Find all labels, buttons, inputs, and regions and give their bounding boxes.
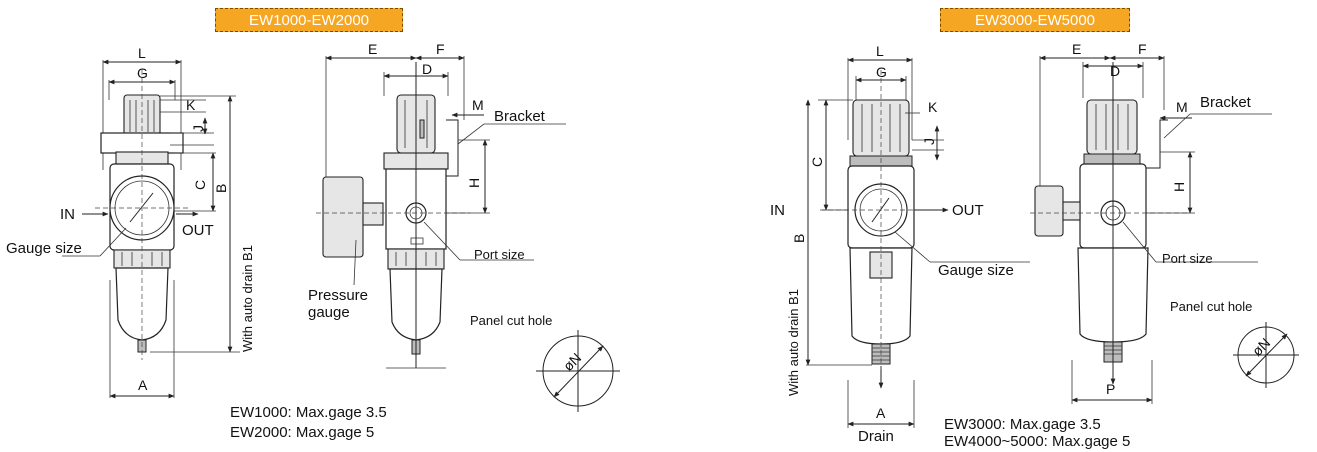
right-front-view: L G K J C B A Drain IN OUT Gauge size Wi…	[770, 43, 1030, 445]
right-panel-hole-symbol: øN	[1233, 322, 1299, 388]
label-panel-cut-hole: Panel cut hole	[1170, 299, 1252, 314]
label-auto-drain: With auto drain B1	[786, 289, 801, 396]
label-drain: Drain	[858, 428, 894, 445]
dim-B: B	[213, 184, 229, 193]
dim-P: P	[1106, 381, 1115, 397]
dim-A: A	[876, 405, 886, 421]
dim-G: G	[137, 65, 148, 81]
dim-G: G	[876, 64, 887, 80]
dim-D: D	[422, 61, 432, 77]
dim-M: M	[1176, 99, 1188, 115]
dim-H: H	[466, 178, 482, 188]
label-in: IN	[60, 206, 75, 223]
dim-L: L	[876, 43, 884, 59]
dim-J: J	[190, 125, 206, 132]
right-note-2: EW4000~5000: Max.gage 5	[944, 433, 1131, 450]
label-out: OUT	[182, 222, 214, 239]
dim-K: K	[928, 99, 938, 115]
dim-A: A	[138, 377, 148, 393]
banner-ew3000-ew5000: EW3000-EW5000	[940, 8, 1130, 32]
dim-J: J	[921, 138, 937, 145]
label-in: IN	[770, 202, 785, 219]
dim-L: L	[138, 45, 146, 61]
dim-C: C	[192, 180, 208, 190]
dim-F: F	[1138, 41, 1147, 57]
left-note-2: EW2000: Max.gage 5	[230, 424, 375, 441]
label-gauge: gauge	[308, 304, 350, 321]
label-bracket: Bracket	[494, 108, 546, 125]
label-out: OUT	[952, 202, 984, 219]
label-pressure: Pressure	[308, 287, 368, 304]
label-phi-n: øN	[560, 350, 585, 375]
label-gauge-size: Gauge size	[938, 262, 1014, 279]
left-side-view: E F D M H Bracket Port size Pressure gau…	[308, 41, 566, 369]
dim-B: B	[791, 234, 807, 243]
left-panel-hole-symbol: øN	[536, 330, 620, 412]
label-port-size: Port size	[474, 247, 525, 262]
right-side-view: E F D M H P Bracket Port size Panel cut …	[1030, 41, 1272, 404]
dim-D: D	[1110, 63, 1120, 79]
label-port-size: Port size	[1162, 251, 1213, 266]
dim-F: F	[436, 41, 445, 57]
dim-E: E	[1072, 41, 1081, 57]
dim-E: E	[368, 41, 377, 57]
label-panel-cut-hole: Panel cut hole	[470, 313, 552, 328]
label-gauge-size: Gauge size	[6, 240, 82, 257]
left-front-view: L G K J C B A IN OUT Gauge size With aut…	[6, 45, 255, 399]
dim-M: M	[472, 97, 484, 113]
label-auto-drain: With auto drain B1	[240, 245, 255, 352]
dim-C: C	[809, 157, 825, 167]
dim-H: H	[1171, 182, 1187, 192]
banner-ew1000-ew2000: EW1000-EW2000	[215, 8, 403, 32]
label-bracket: Bracket	[1200, 94, 1252, 111]
left-note-1: EW1000: Max.gage 3.5	[230, 404, 387, 421]
right-note-1: EW3000: Max.gage 3.5	[944, 416, 1101, 433]
dim-K: K	[186, 97, 196, 113]
